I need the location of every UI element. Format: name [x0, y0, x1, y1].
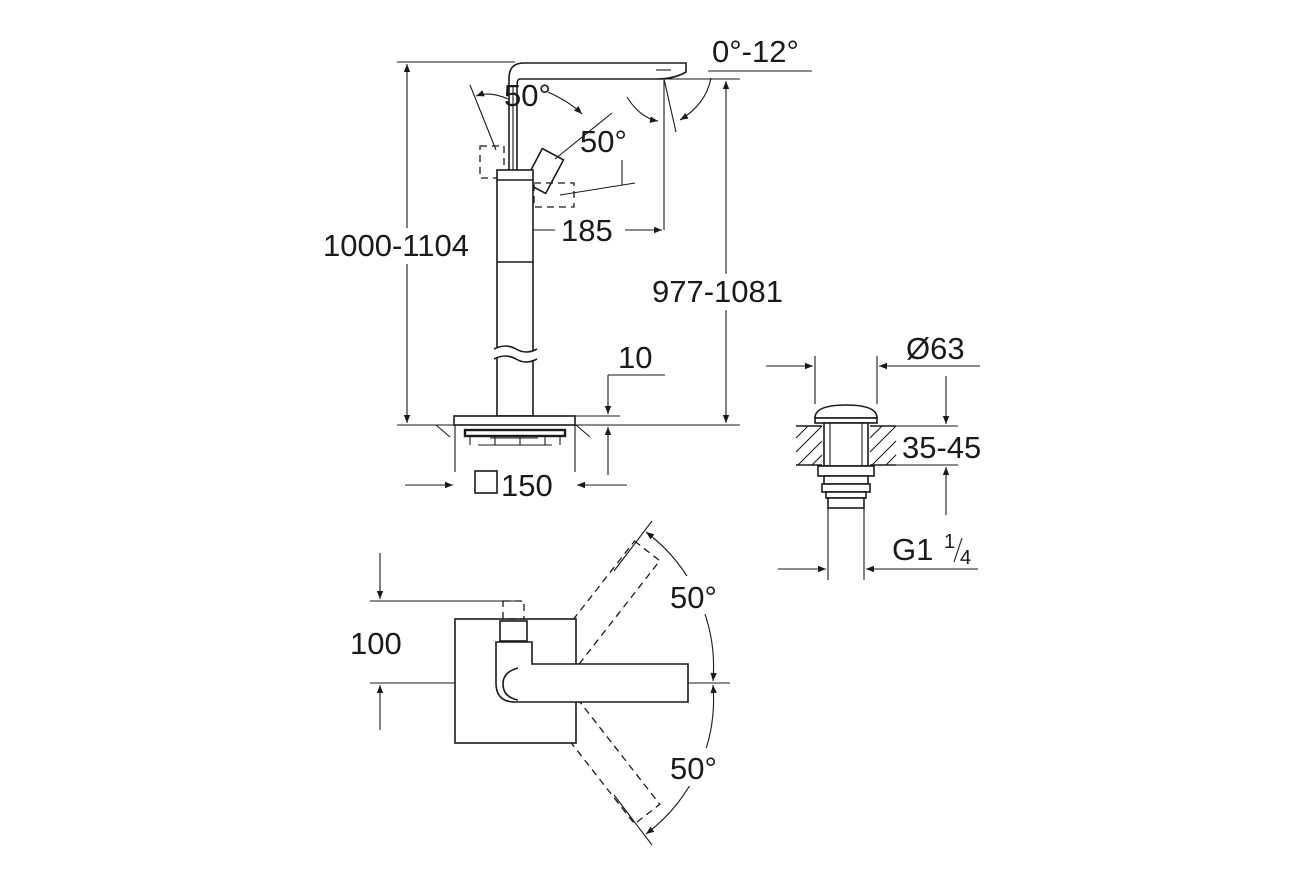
total-height-label: 1000-1104	[323, 228, 469, 263]
thread-main-label: G1	[892, 532, 933, 567]
outlet-height-dimension: 977-1081	[650, 81, 800, 423]
spout-reach-dimension: 185	[514, 212, 662, 248]
base-size-label: 150	[501, 468, 553, 503]
front-elevation-view: 1000-1104 977-1081 0°-12°	[318, 34, 812, 503]
lever-angle-front-label: 50°	[504, 78, 551, 113]
top-angle-upper-label: 50°	[670, 580, 717, 615]
waste-diameter-label: Ø63	[906, 331, 965, 366]
top-plan-view: 100 50° 50°	[350, 520, 732, 846]
base-size-dimension: 150	[405, 468, 627, 503]
spout-tilt-dimension: 0°-12°	[626, 34, 812, 230]
spout-tilt-label: 0°-12°	[712, 34, 799, 69]
outlet-height-label: 977-1081	[652, 274, 783, 309]
total-height-dimension: 1000-1104	[318, 64, 498, 423]
top-offset-dimension: 100	[350, 553, 516, 730]
thread-numerator: 1	[944, 531, 955, 553]
column-body	[493, 169, 538, 417]
thread-dimension: G1 1 4	[778, 531, 978, 573]
base-thickness-label: 10	[618, 340, 652, 375]
waste-thickness-dimension: 35-45	[896, 376, 981, 515]
top-angle-lower-label: 50°	[670, 751, 717, 786]
spout	[508, 62, 687, 170]
thread-denominator: 4	[960, 547, 971, 569]
square-symbol-icon	[474, 470, 498, 494]
spout-reach-label: 185	[561, 213, 613, 248]
waste-valve-detail: Ø63 35-45 G1 1 4	[766, 331, 981, 580]
base-thickness-dimension: 10	[575, 340, 665, 475]
waste-thickness-label: 35-45	[902, 430, 981, 465]
base-plate	[435, 415, 591, 472]
lever-angle-side-label: 50°	[580, 124, 627, 159]
top-angle-dimensions: 50° 50°	[613, 520, 732, 846]
lever-handle	[469, 84, 636, 208]
countertop-section	[795, 425, 897, 466]
lever-angle-dimensions: 50° 50°	[475, 78, 627, 160]
top-offset-label: 100	[350, 626, 402, 661]
waste-diameter-dimension: Ø63	[766, 331, 980, 404]
